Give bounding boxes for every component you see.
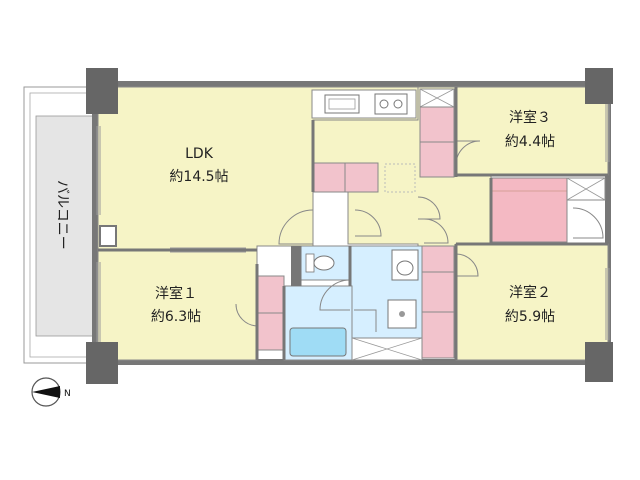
balcony-label: バルコニー	[54, 180, 70, 250]
ldk-size: 約14.5帖	[169, 169, 228, 185]
closet-yoshitsu3	[490, 177, 606, 243]
stove-icon	[374, 93, 408, 115]
interior-walls	[98, 87, 608, 360]
toilet-icon	[305, 253, 335, 273]
yoshitsu1-size: 約6.3帖	[151, 309, 201, 325]
pillars	[86, 68, 613, 384]
balcony: バルコニー	[23, 86, 101, 364]
closet-yoshitsu2	[421, 245, 455, 359]
windows	[96, 104, 610, 344]
yoshitsu1-name: 洋室１	[155, 285, 197, 302]
storage-cross	[351, 337, 423, 361]
bathroom	[283, 285, 353, 361]
yoshitsu3-size: 約4.4帖	[505, 134, 555, 150]
kitchen-sink-icon	[324, 94, 360, 114]
yoshitsu2-size: 約5.9帖	[505, 309, 555, 325]
shoe-storage	[419, 88, 455, 178]
bathtub-icon	[289, 327, 347, 357]
yoshitsu3-name: 洋室３	[509, 109, 551, 126]
closet-ldk	[312, 162, 379, 193]
room-yoshitsu2: 洋室２ 約5.9帖	[455, 243, 609, 361]
washing-machine-icon	[387, 299, 417, 329]
yoshitsu2-name: 洋室２	[509, 284, 551, 301]
outer-walls	[92, 81, 611, 365]
ldk-name: LDK	[185, 146, 214, 162]
washbasin-icon	[391, 249, 419, 281]
room-ldk: LDK 約14.5帖	[97, 86, 419, 251]
compass-label: N	[64, 389, 71, 399]
toilet-room	[299, 245, 351, 281]
washroom	[349, 245, 423, 339]
room-yoshitsu3: 洋室３ 約4.4帖	[455, 86, 609, 176]
small-pillar-niche	[99, 225, 299, 286]
north-arrow-icon: N	[31, 377, 71, 407]
